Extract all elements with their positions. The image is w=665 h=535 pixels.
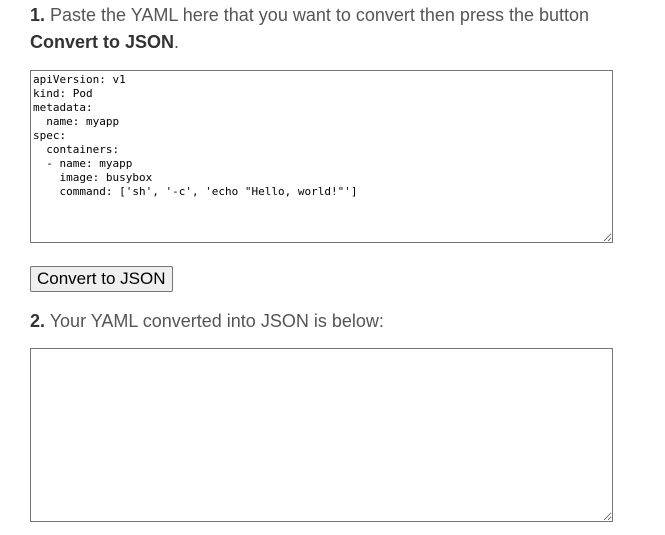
step-2-number: 2.	[30, 311, 46, 331]
step-1-number: 1.	[30, 5, 46, 25]
step-2-text: Your YAML converted into JSON is below:	[45, 311, 384, 331]
step-1-period: .	[174, 32, 180, 52]
json-output[interactable]	[30, 348, 613, 522]
step-1-text: Paste the YAML here that you want to con…	[45, 5, 590, 25]
step-2-instructions: 2. Your YAML converted into JSON is belo…	[30, 308, 630, 335]
step-1-instructions: 1. Paste the YAML here that you want to …	[30, 2, 630, 56]
yaml-input[interactable]	[30, 70, 613, 243]
step-1-button-reference: Convert to JSON	[30, 32, 175, 52]
convert-to-json-button[interactable]: Convert to JSON	[30, 266, 173, 292]
